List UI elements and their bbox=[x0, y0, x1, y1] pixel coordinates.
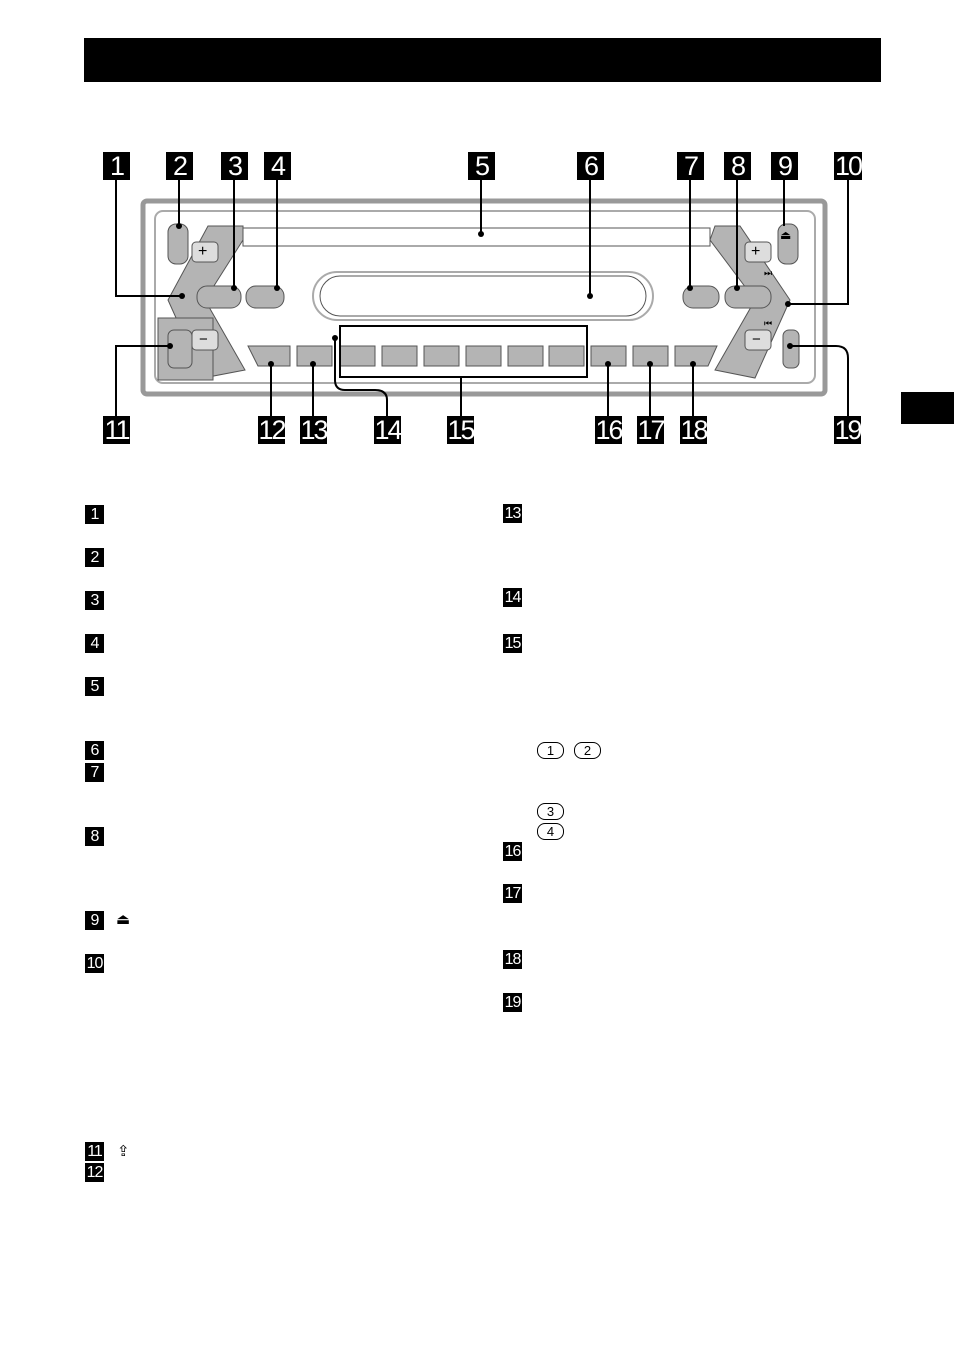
eject-icon: ⏏ bbox=[780, 228, 792, 242]
button-8 bbox=[724, 285, 772, 309]
list-badge-1: 1 bbox=[85, 505, 104, 524]
minus-icon: − bbox=[752, 331, 761, 348]
callout-10: 10 bbox=[834, 151, 863, 181]
disc-slot bbox=[242, 227, 711, 247]
callout-11: 11 bbox=[103, 415, 131, 445]
circled-number-3: 3 bbox=[537, 803, 564, 820]
vol-minus-right bbox=[744, 329, 772, 351]
release-icon: ⇪ bbox=[117, 1143, 130, 1160]
circled-number-4: 4 bbox=[537, 823, 564, 840]
bottom-button-row bbox=[247, 345, 718, 367]
front-button bbox=[782, 329, 800, 369]
button-3 bbox=[196, 285, 242, 309]
callout-14: 14 bbox=[374, 415, 403, 445]
prev-track-icon: ⏮ bbox=[764, 318, 773, 328]
next-track-icon: ⏭ bbox=[764, 268, 773, 278]
callout-3: 3 bbox=[221, 152, 248, 180]
callout-7: 7 bbox=[677, 152, 704, 180]
callout-1: 1 bbox=[103, 152, 130, 180]
callout-18: 18 bbox=[680, 415, 709, 445]
eject-icon: ⏏ bbox=[116, 911, 131, 928]
list-badge-12: 12 bbox=[85, 1163, 104, 1182]
list-badge-19: 19 bbox=[503, 993, 522, 1012]
list-badge-18: 18 bbox=[503, 950, 522, 969]
list-badge-5: 5 bbox=[85, 677, 104, 696]
callout-19: 19 bbox=[834, 415, 863, 445]
plus-icon: + bbox=[198, 243, 208, 260]
callout-17: 17 bbox=[637, 415, 666, 445]
list-badge-10: 10 bbox=[85, 954, 104, 973]
callout-8: 8 bbox=[724, 152, 751, 180]
circled-number-2: 2 bbox=[574, 742, 601, 759]
button-7 bbox=[682, 285, 720, 309]
list-badge-4: 4 bbox=[85, 634, 104, 653]
front-panel-diagram bbox=[115, 180, 849, 416]
list-badge-16: 16 bbox=[503, 842, 522, 861]
display-window bbox=[319, 275, 647, 317]
list-badge-11: 11 bbox=[85, 1142, 104, 1161]
release-button bbox=[167, 329, 193, 369]
list-badge-6: 6 bbox=[85, 741, 104, 760]
panel-outer-frame bbox=[140, 198, 828, 397]
callout-13: 13 bbox=[300, 415, 329, 445]
list-badge-7: 7 bbox=[85, 763, 104, 782]
button-4 bbox=[245, 285, 285, 309]
callout-4: 4 bbox=[264, 152, 291, 180]
callout-2: 2 bbox=[166, 152, 193, 180]
page-edge-tab bbox=[901, 392, 954, 424]
callout-5: 5 bbox=[468, 152, 495, 180]
eject-button bbox=[777, 223, 799, 265]
list-badge-8: 8 bbox=[85, 827, 104, 846]
list-badge-15: 15 bbox=[503, 634, 522, 653]
vol-minus-left bbox=[191, 329, 219, 351]
list-badge-17: 17 bbox=[503, 884, 522, 903]
callout-9: 9 bbox=[771, 152, 798, 180]
callout-6: 6 bbox=[577, 152, 604, 180]
list-badge-3: 3 bbox=[85, 591, 104, 610]
callout-12: 12 bbox=[258, 415, 287, 445]
callout-16: 16 bbox=[595, 415, 624, 445]
minus-icon: − bbox=[199, 331, 208, 348]
plus-icon: + bbox=[751, 243, 761, 260]
circled-number-1: 1 bbox=[537, 742, 564, 759]
list-badge-14: 14 bbox=[503, 588, 522, 607]
preset-group-box bbox=[339, 325, 588, 378]
section-header-bar bbox=[84, 38, 881, 82]
leader-lines bbox=[115, 180, 849, 416]
vol-plus-left bbox=[191, 241, 219, 263]
list-badge-2: 2 bbox=[85, 548, 104, 567]
vol-plus-right bbox=[744, 241, 772, 263]
off-button bbox=[167, 223, 189, 265]
list-badge-13: 13 bbox=[503, 504, 522, 523]
list-badge-9: 9 bbox=[85, 911, 104, 930]
callout-15: 15 bbox=[447, 415, 476, 445]
